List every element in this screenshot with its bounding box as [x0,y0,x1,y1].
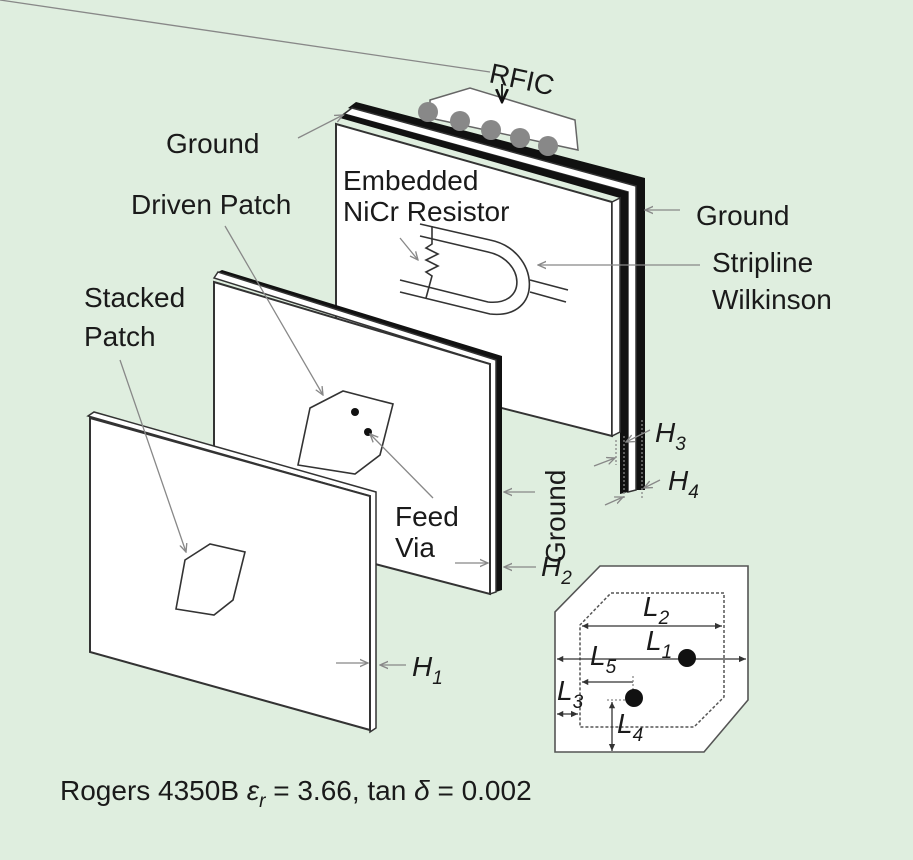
label-l5: L5 [590,640,617,678]
rfic-solder-balls [418,102,558,156]
nicr-resistor-icon [424,226,440,299]
stacked-patch [175,543,246,616]
label-stripline-1: Stripline [712,247,813,278]
label-rfic: RFIC [487,58,557,102]
label-stripline-2: Wilkinson [712,284,832,315]
driven-patch [297,390,394,475]
label-stacked-2: Patch [84,321,156,352]
label-embedded-2: NiCr Resistor [343,196,509,227]
inset-patch-outline [579,592,725,728]
label-ground-vertical: Ground [540,470,571,563]
label-l2: L2 [643,591,670,629]
label-h2: H2 [541,551,572,589]
label-l4: L4 [617,708,643,746]
via-dot-1 [351,408,359,416]
material-caption: Rogers 4350B εr = 3.66, tan δ = 0.002 [60,775,532,812]
patch-detail-inset [554,565,749,753]
leader-lines [0,0,700,665]
label-h1: H1 [412,651,443,689]
stacked-patch-board [86,411,377,734]
label-l1: L1 [646,625,672,663]
label-driven-patch: Driven Patch [131,189,291,220]
label-l3: L3 [557,675,584,713]
label-embedded-1: Embedded [343,165,478,196]
label-feed-1: Feed [395,501,459,532]
label-stacked-1: Stacked [84,282,185,313]
label-h3: H3 [655,417,686,455]
label-ground-right: Ground [696,200,789,231]
wilkinson-divider [399,223,569,315]
label-feed-2: Via [395,532,435,563]
stacked-board-face [89,416,371,732]
feed-board-side [611,196,621,438]
inset-via-1 [678,649,696,667]
label-h4: H4 [668,465,699,503]
inset-via-2 [625,689,643,707]
label-ground-top: Ground [166,128,259,159]
